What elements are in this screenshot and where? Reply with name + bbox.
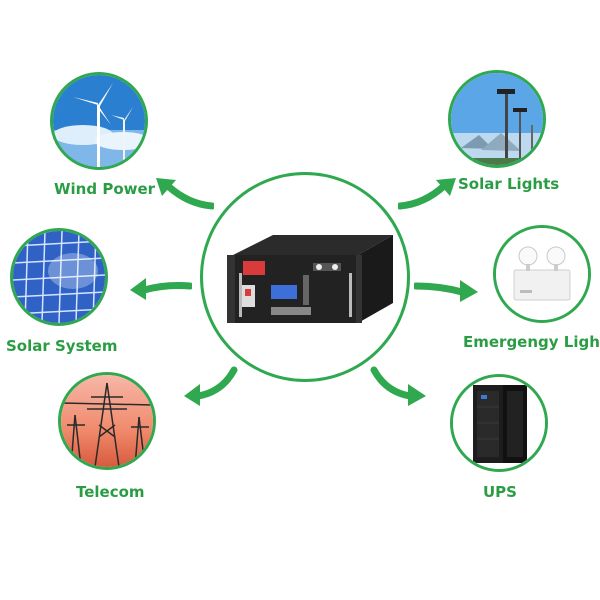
arrow-to-telecom [184,366,238,406]
battery-rack-icon [227,235,393,323]
telecom-circle [58,372,156,470]
telecom-label: Telecom [76,483,145,501]
solar-lights-label: Solar Lights [458,175,560,193]
emergency-light-label: Emergengy Light [463,333,600,351]
arrow-to-solar-system [130,278,192,300]
wind-power-label: Wind Power [54,180,156,198]
solar-lights-circle [448,70,546,168]
solar-system-circle [10,228,108,326]
arrow-to-wind-power [156,178,214,210]
arrow-to-solar-lights [398,178,456,210]
emergency-light-icon [496,228,588,320]
ups-label: UPS [483,483,517,501]
solar-system-label: Solar System [6,337,118,355]
wind-power-circle [50,72,148,170]
ups-cabinet-icon [453,377,545,469]
arrow-to-emergency-light [414,280,478,302]
arrow-to-ups [370,366,426,406]
power-tower-icon [61,375,153,467]
solar-street-light-icon [451,73,543,165]
emergency-light-circle [493,225,591,323]
ups-circle [450,374,548,472]
wind-turbine-icon [53,75,145,167]
center-battery-circle [200,172,410,382]
solar-panel-icon [13,231,105,323]
